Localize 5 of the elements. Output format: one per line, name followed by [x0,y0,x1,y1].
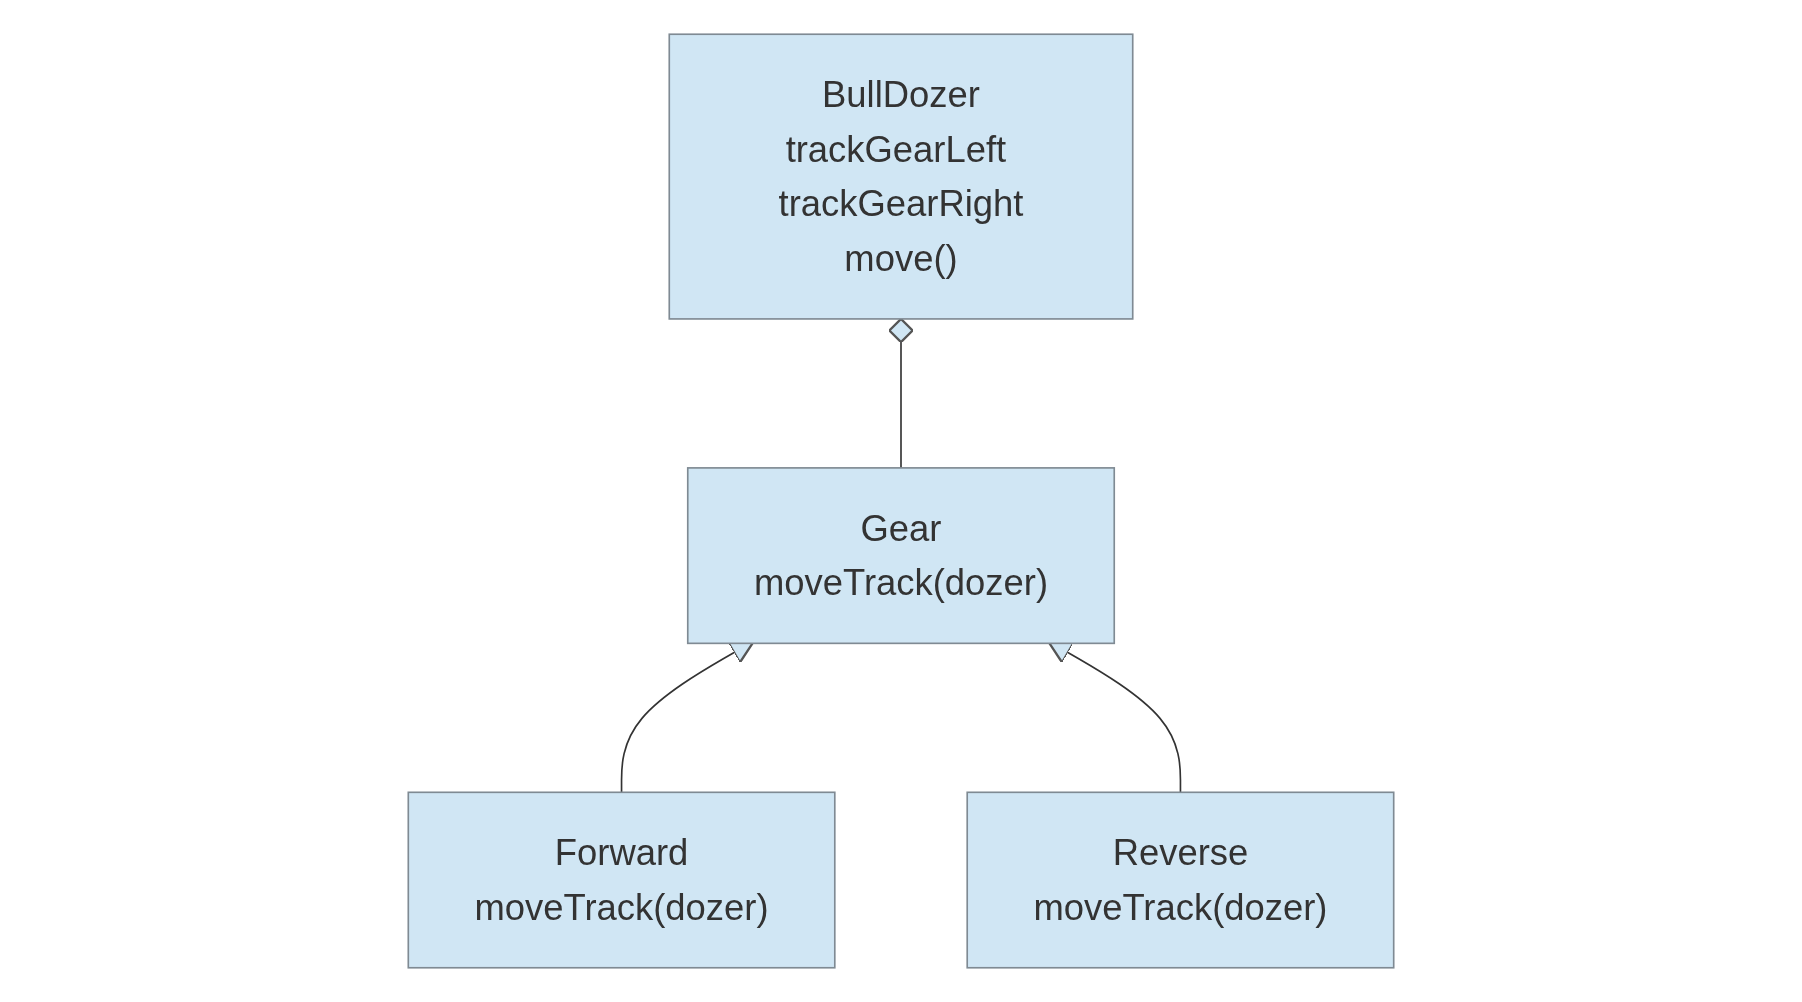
node-box: Reverse moveTrack(dozer) [966,791,1395,969]
node-box: Gear moveTrack(dozer) [686,467,1116,645]
connector [888,317,914,469]
node-box: BullDozer trackGearLeft trackGearRight move() [668,33,1134,320]
node-box: Forward moveTrack(dozer) [407,791,836,969]
